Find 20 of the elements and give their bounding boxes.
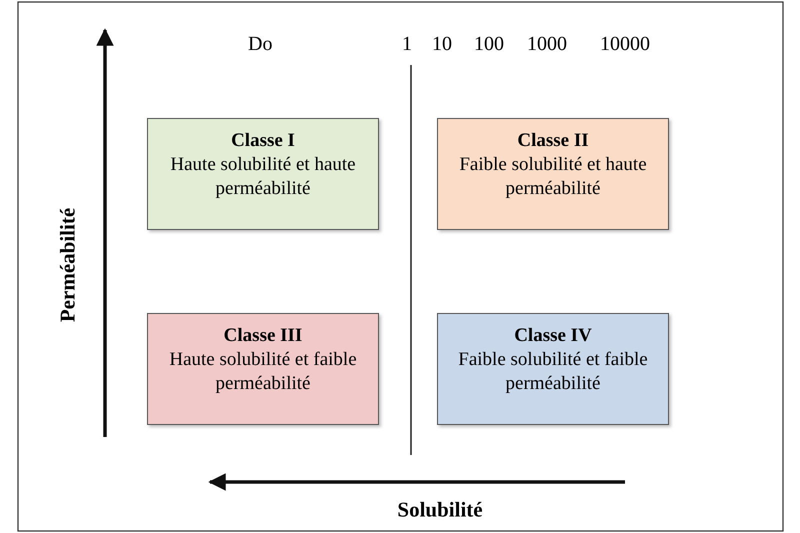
tick-label: 100 — [474, 33, 504, 56]
class-box — [437, 313, 669, 425]
class-description: Faible solubilité et faible perméabilité — [457, 348, 649, 396]
class-title: Classe III — [224, 324, 302, 348]
tick-label: 1000 — [527, 33, 567, 56]
class-description: Haute solubilité et haute perméabilité — [169, 153, 357, 201]
axis-title: Do — [248, 33, 272, 56]
tick-label: 1 — [402, 33, 412, 56]
class-box — [147, 118, 379, 230]
class-box — [147, 313, 379, 425]
axis-title: Perméabilité — [56, 208, 80, 322]
class-description: Haute solubilité et faible perméabilité — [168, 348, 358, 396]
class-title: Classe IV — [514, 324, 592, 348]
axis-title: Solubilité — [397, 498, 483, 522]
tick-label: 10 — [432, 33, 452, 56]
class-title: Classe I — [231, 129, 295, 153]
class-box — [437, 118, 669, 230]
tick-label: 10000 — [600, 33, 650, 56]
class-title: Classe II — [517, 129, 589, 153]
class-description: Faible solubilité et haute perméabilité — [458, 153, 648, 201]
